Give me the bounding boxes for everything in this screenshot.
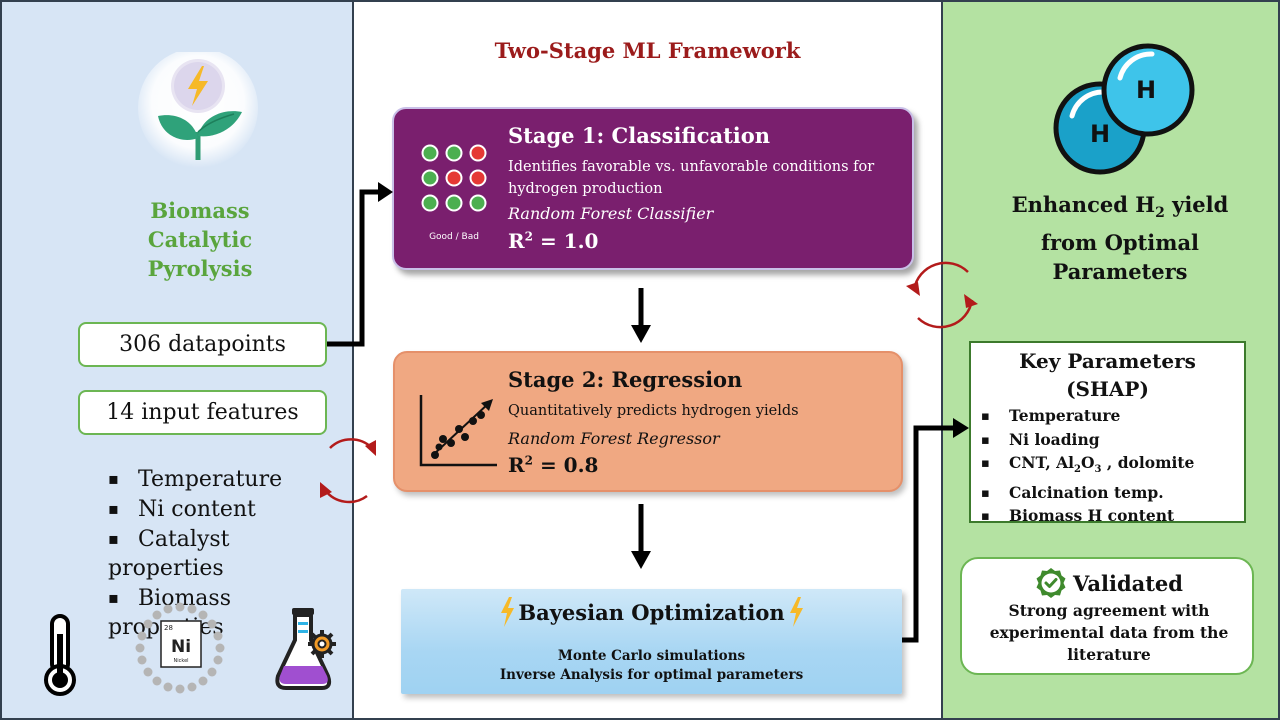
stage2-title: Stage 2: Regression: [508, 367, 743, 392]
biomass-title-line: Catalytic: [147, 227, 253, 252]
validated-line: experimental data from the: [989, 623, 1229, 642]
validated-description: Strong agreement with experimental data …: [962, 600, 1256, 666]
validated-title: Validated: [1073, 570, 1183, 596]
score-symbol: R: [508, 453, 525, 477]
list-item: Ni content: [108, 494, 348, 524]
lightning-icon: [789, 597, 803, 627]
validated-title-row: Validated: [962, 567, 1256, 599]
stage2-score: R2 = 0.8: [508, 453, 598, 477]
stage1-title: Stage 1: Classification: [508, 123, 771, 148]
result-text: Enhanced H: [1011, 192, 1156, 217]
stage2-description: Quantitatively predicts hydrogen yields: [508, 403, 799, 419]
biomass-title: Biomass Catalytic Pyrolysis: [110, 196, 290, 283]
arrow-head: [631, 551, 651, 569]
list-item: Temperature: [981, 405, 1244, 429]
list-text: O: [1081, 453, 1095, 472]
result-line: Parameters: [1052, 259, 1188, 285]
key-title-line: (SHAP): [1066, 377, 1149, 401]
plant-energy-icon: [136, 48, 260, 172]
bayesian-line: Monte Carlo simulations: [557, 648, 746, 664]
score-symbol: R: [508, 229, 525, 253]
result-line: Enhanced H2 yield: [995, 190, 1245, 228]
ni-tile-name: Nickel: [173, 658, 188, 664]
result-subscript: 2: [1155, 205, 1165, 222]
validated-line: Strong agreement with: [1008, 601, 1210, 620]
stage1-desc-line: Identifies favorable vs. unfavorable con…: [508, 159, 875, 175]
result-title: Enhanced H2 yield from Optimal Parameter…: [995, 190, 1245, 286]
stage1-desc-line: hydrogen production: [508, 181, 663, 197]
key-parameters-box: Key Parameters (SHAP) Temperature Ni loa…: [969, 341, 1246, 525]
ni-tile-number: 28: [164, 624, 173, 632]
lightning-icon: [501, 597, 515, 627]
list-item: Biomass H content: [981, 505, 1244, 529]
bayesian-line: Inverse Analysis for optimal parameters: [499, 667, 804, 683]
list-item: CNT, Al2O3 , dolomite: [981, 452, 1244, 482]
lab-flask-gear-icon: [272, 604, 342, 694]
bayesian-title: Bayesian Optimization: [518, 599, 785, 625]
molecule-letter: H: [1090, 120, 1110, 148]
stage1-description: Identifies favorable vs. unfavorable con…: [508, 156, 908, 200]
list-subscript: 2: [1074, 464, 1082, 476]
check-badge-icon: [1036, 568, 1066, 598]
arrow-head: [378, 182, 393, 202]
score-value: = 1.0: [532, 229, 599, 253]
stage1-model: Random Forest Classifier: [508, 204, 714, 223]
stage2-model: Random Forest Regressor: [508, 429, 720, 448]
scatter-regression-icon: [417, 393, 499, 469]
arrow-head: [631, 325, 651, 343]
hydrogen-molecule-icon: H H: [1052, 42, 1198, 184]
list-text: , dolomite: [1101, 453, 1195, 472]
result-line: from Optimal: [1040, 230, 1200, 256]
stage1-card: Good / Bad Stage 1: Classification Ident…: [392, 107, 914, 270]
features-pill: 14 input features: [78, 390, 327, 435]
validated-line: literature: [1067, 645, 1151, 664]
key-title-line: Key Parameters: [1019, 349, 1196, 373]
key-parameters-title: Key Parameters (SHAP): [971, 347, 1244, 403]
list-item: Calcination temp.: [981, 482, 1244, 506]
stage1-score: R2 = 1.0: [508, 229, 598, 253]
nickel-element-icon: 28 Ni Nickel: [130, 598, 230, 698]
good-bad-dots-icon: Good / Bad: [418, 143, 492, 243]
list-text: CNT, Al: [1009, 453, 1075, 472]
score-exponent: 2: [524, 229, 533, 244]
score-value: = 0.8: [532, 453, 599, 477]
score-exponent: 2: [524, 453, 533, 468]
bayesian-title-row: Bayesian Optimization: [401, 597, 902, 627]
list-subscript: 3: [1094, 464, 1102, 476]
bayesian-optimization-box: Bayesian Optimization Monte Carlo simula…: [401, 589, 902, 694]
list-item: Catalyst properties: [108, 524, 348, 583]
thermometer-icon: [36, 612, 84, 698]
molecule-letter: H: [1136, 76, 1156, 104]
bayesian-description: Monte Carlo simulations Inverse Analysis…: [401, 647, 902, 685]
stage2-card: Stage 2: Regression Quantitatively predi…: [393, 351, 903, 492]
list-item: Ni loading: [981, 429, 1244, 453]
good-bad-caption: Good / Bad: [429, 232, 479, 242]
list-item: Temperature: [108, 464, 348, 494]
datapoints-pill: 306 datapoints: [78, 322, 327, 367]
result-text: yield: [1164, 192, 1229, 217]
framework-title: Two-Stage ML Framework: [494, 38, 801, 63]
key-parameters-list: Temperature Ni loading CNT, Al2O3 , dolo…: [981, 405, 1244, 529]
biomass-title-line: Biomass: [150, 198, 250, 223]
biomass-title-line: Pyrolysis: [147, 256, 253, 281]
ni-tile-symbol: Ni: [171, 637, 191, 657]
validated-box: Validated Strong agreement with experime…: [960, 557, 1254, 675]
